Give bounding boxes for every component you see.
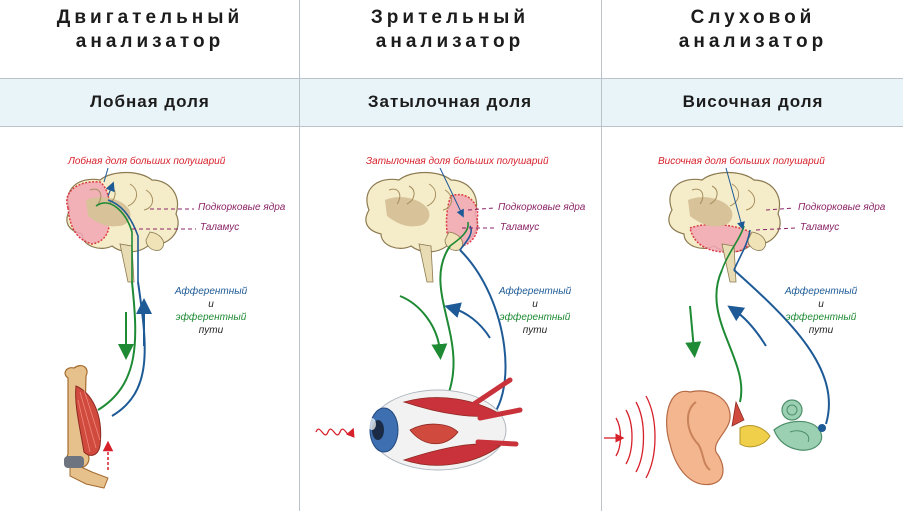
efferent-path	[439, 245, 455, 401]
subcortical-nuclei-label: Подкорковые ядра	[498, 202, 586, 213]
afferent-arrow-icon	[727, 305, 767, 347]
efferent-path	[715, 269, 743, 403]
light-wave-icon	[315, 427, 355, 438]
arm-bone-muscle-icon	[64, 364, 109, 489]
afferent-label: Афферентный	[784, 286, 858, 297]
efferent-label: эфферентный	[175, 312, 247, 323]
efferent-path	[97, 281, 137, 411]
pathways-label: Афферентный и эфферентный пути	[480, 285, 590, 337]
pathways-label: Афферентный и эфферентный пути	[156, 285, 266, 337]
paths-label: пути	[198, 325, 224, 336]
analyzer-title-line1: Зрительный	[370, 7, 530, 28]
efferent-arrow-icon	[685, 305, 702, 358]
analyzer-title-line2: анализатор	[678, 31, 828, 52]
pathways-label: Афферентный и эфферентный пути	[766, 285, 876, 337]
analyzer-title-line1: Двигательный	[56, 7, 244, 28]
analyzer-title-motor: Двигательный анализатор	[0, 6, 300, 54]
lobe-callout-frontal: Лобная доля больших полушарий	[68, 156, 226, 167]
and-label: и	[532, 299, 538, 310]
efferent-arrow-icon	[399, 295, 448, 360]
header-divider	[0, 78, 903, 79]
lobe-header-band	[0, 78, 903, 126]
lobe-callout-occipital: Затылочная доля больших полушарий	[366, 156, 549, 167]
afferent-path	[111, 281, 146, 417]
analyzer-title-line1: Слуховой	[690, 7, 816, 28]
analyzer-title-line2: анализатор	[375, 31, 525, 52]
afferent-path	[733, 269, 830, 425]
sound-wave-icon	[604, 395, 656, 479]
analyzer-title-visual: Зрительный анализатор	[300, 6, 600, 54]
paths-label: пути	[808, 325, 834, 336]
subcortical-nuclei-label: Подкорковые ядра	[798, 202, 886, 213]
lobe-name-frontal: Лобная доля	[90, 92, 210, 111]
efferent-label: эфферентный	[785, 312, 857, 323]
lobe-callout-temporal: Височная доля больших полушарий	[658, 156, 825, 167]
analyzer-title-line2: анализатор	[75, 31, 225, 52]
and-label: и	[818, 299, 824, 310]
and-label: и	[208, 299, 214, 310]
efferent-label: эфферентный	[499, 312, 571, 323]
column-divider-2	[601, 0, 602, 511]
afferent-arrow-icon	[444, 302, 491, 339]
paths-label: пути	[522, 325, 548, 336]
lobe-divider	[0, 126, 903, 127]
thalamus-label: Таламус	[200, 222, 240, 233]
afferent-label: Афферентный	[174, 286, 248, 297]
brain-icon	[668, 171, 781, 283]
thalamus-label: Таламус	[800, 222, 840, 233]
eye-icon	[368, 377, 523, 471]
brain-icon	[365, 171, 479, 283]
brain-icon	[66, 171, 179, 283]
subcortical-nuclei-label: Подкорковые ядра	[198, 202, 286, 213]
ear-icon	[666, 390, 826, 486]
thalamus-label: Таламус	[500, 222, 540, 233]
lobe-name-temporal: Височная доля	[682, 92, 824, 111]
column-divider-1	[299, 0, 300, 511]
afferent-label: Афферентный	[498, 286, 572, 297]
analyzer-title-auditory: Слуховой анализатор	[603, 6, 903, 54]
lobe-name-occipital: Затылочная доля	[367, 92, 533, 111]
